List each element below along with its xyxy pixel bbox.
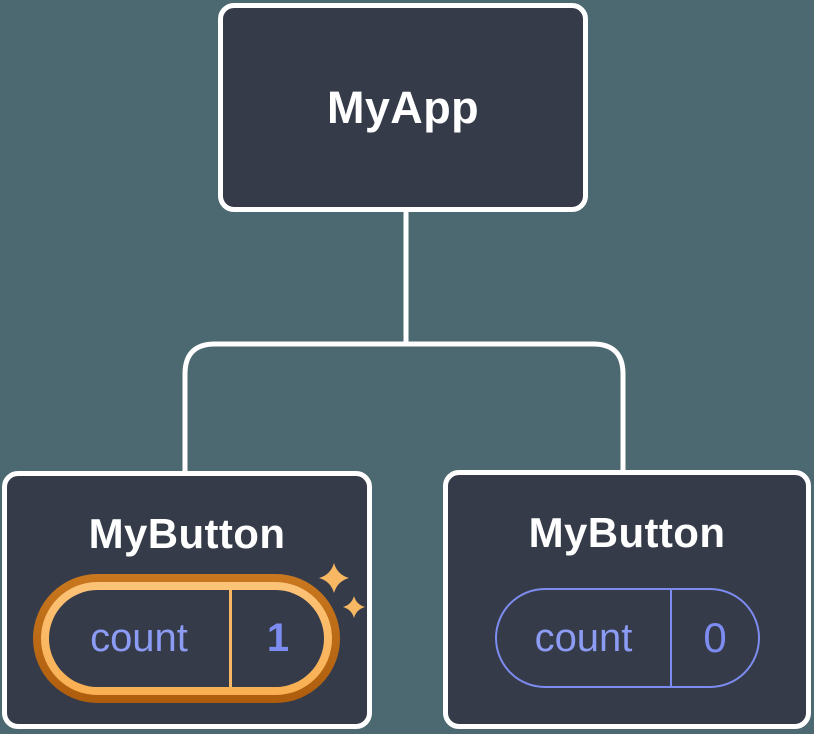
pill-divider [229, 590, 232, 687]
state-key-cell: count [497, 590, 670, 686]
node-mybutton-plain: MyButton count 0 [443, 470, 811, 729]
node-mybutton-label: MyButton [88, 510, 286, 557]
state-pill: count 0 [495, 588, 760, 688]
state-value-cell: 1 [232, 590, 324, 687]
state-value: 1 [266, 616, 290, 660]
state-value: 0 [703, 614, 727, 661]
state-pill-highlighted: count 1 [33, 574, 340, 703]
state-pill-inner-ring: count 1 [41, 582, 332, 695]
node-myapp: MyApp [218, 3, 588, 212]
state-key-label: count [534, 615, 633, 660]
sparkles-icon [319, 563, 365, 618]
node-mybutton-label: MyButton [528, 509, 726, 556]
node-mybutton-highlighted: MyButton count 1 [2, 471, 372, 729]
pill-divider [670, 590, 672, 686]
sparkle-large [319, 563, 349, 593]
connector-branches [182, 341, 626, 480]
state-value-cell: 0 [672, 590, 758, 686]
state-key-label: count [90, 616, 188, 660]
sparkle-small [343, 596, 365, 618]
node-myapp-label: MyApp [327, 81, 479, 133]
state-key-cell: count [49, 590, 229, 687]
state-pill-body: count 1 [49, 590, 324, 687]
